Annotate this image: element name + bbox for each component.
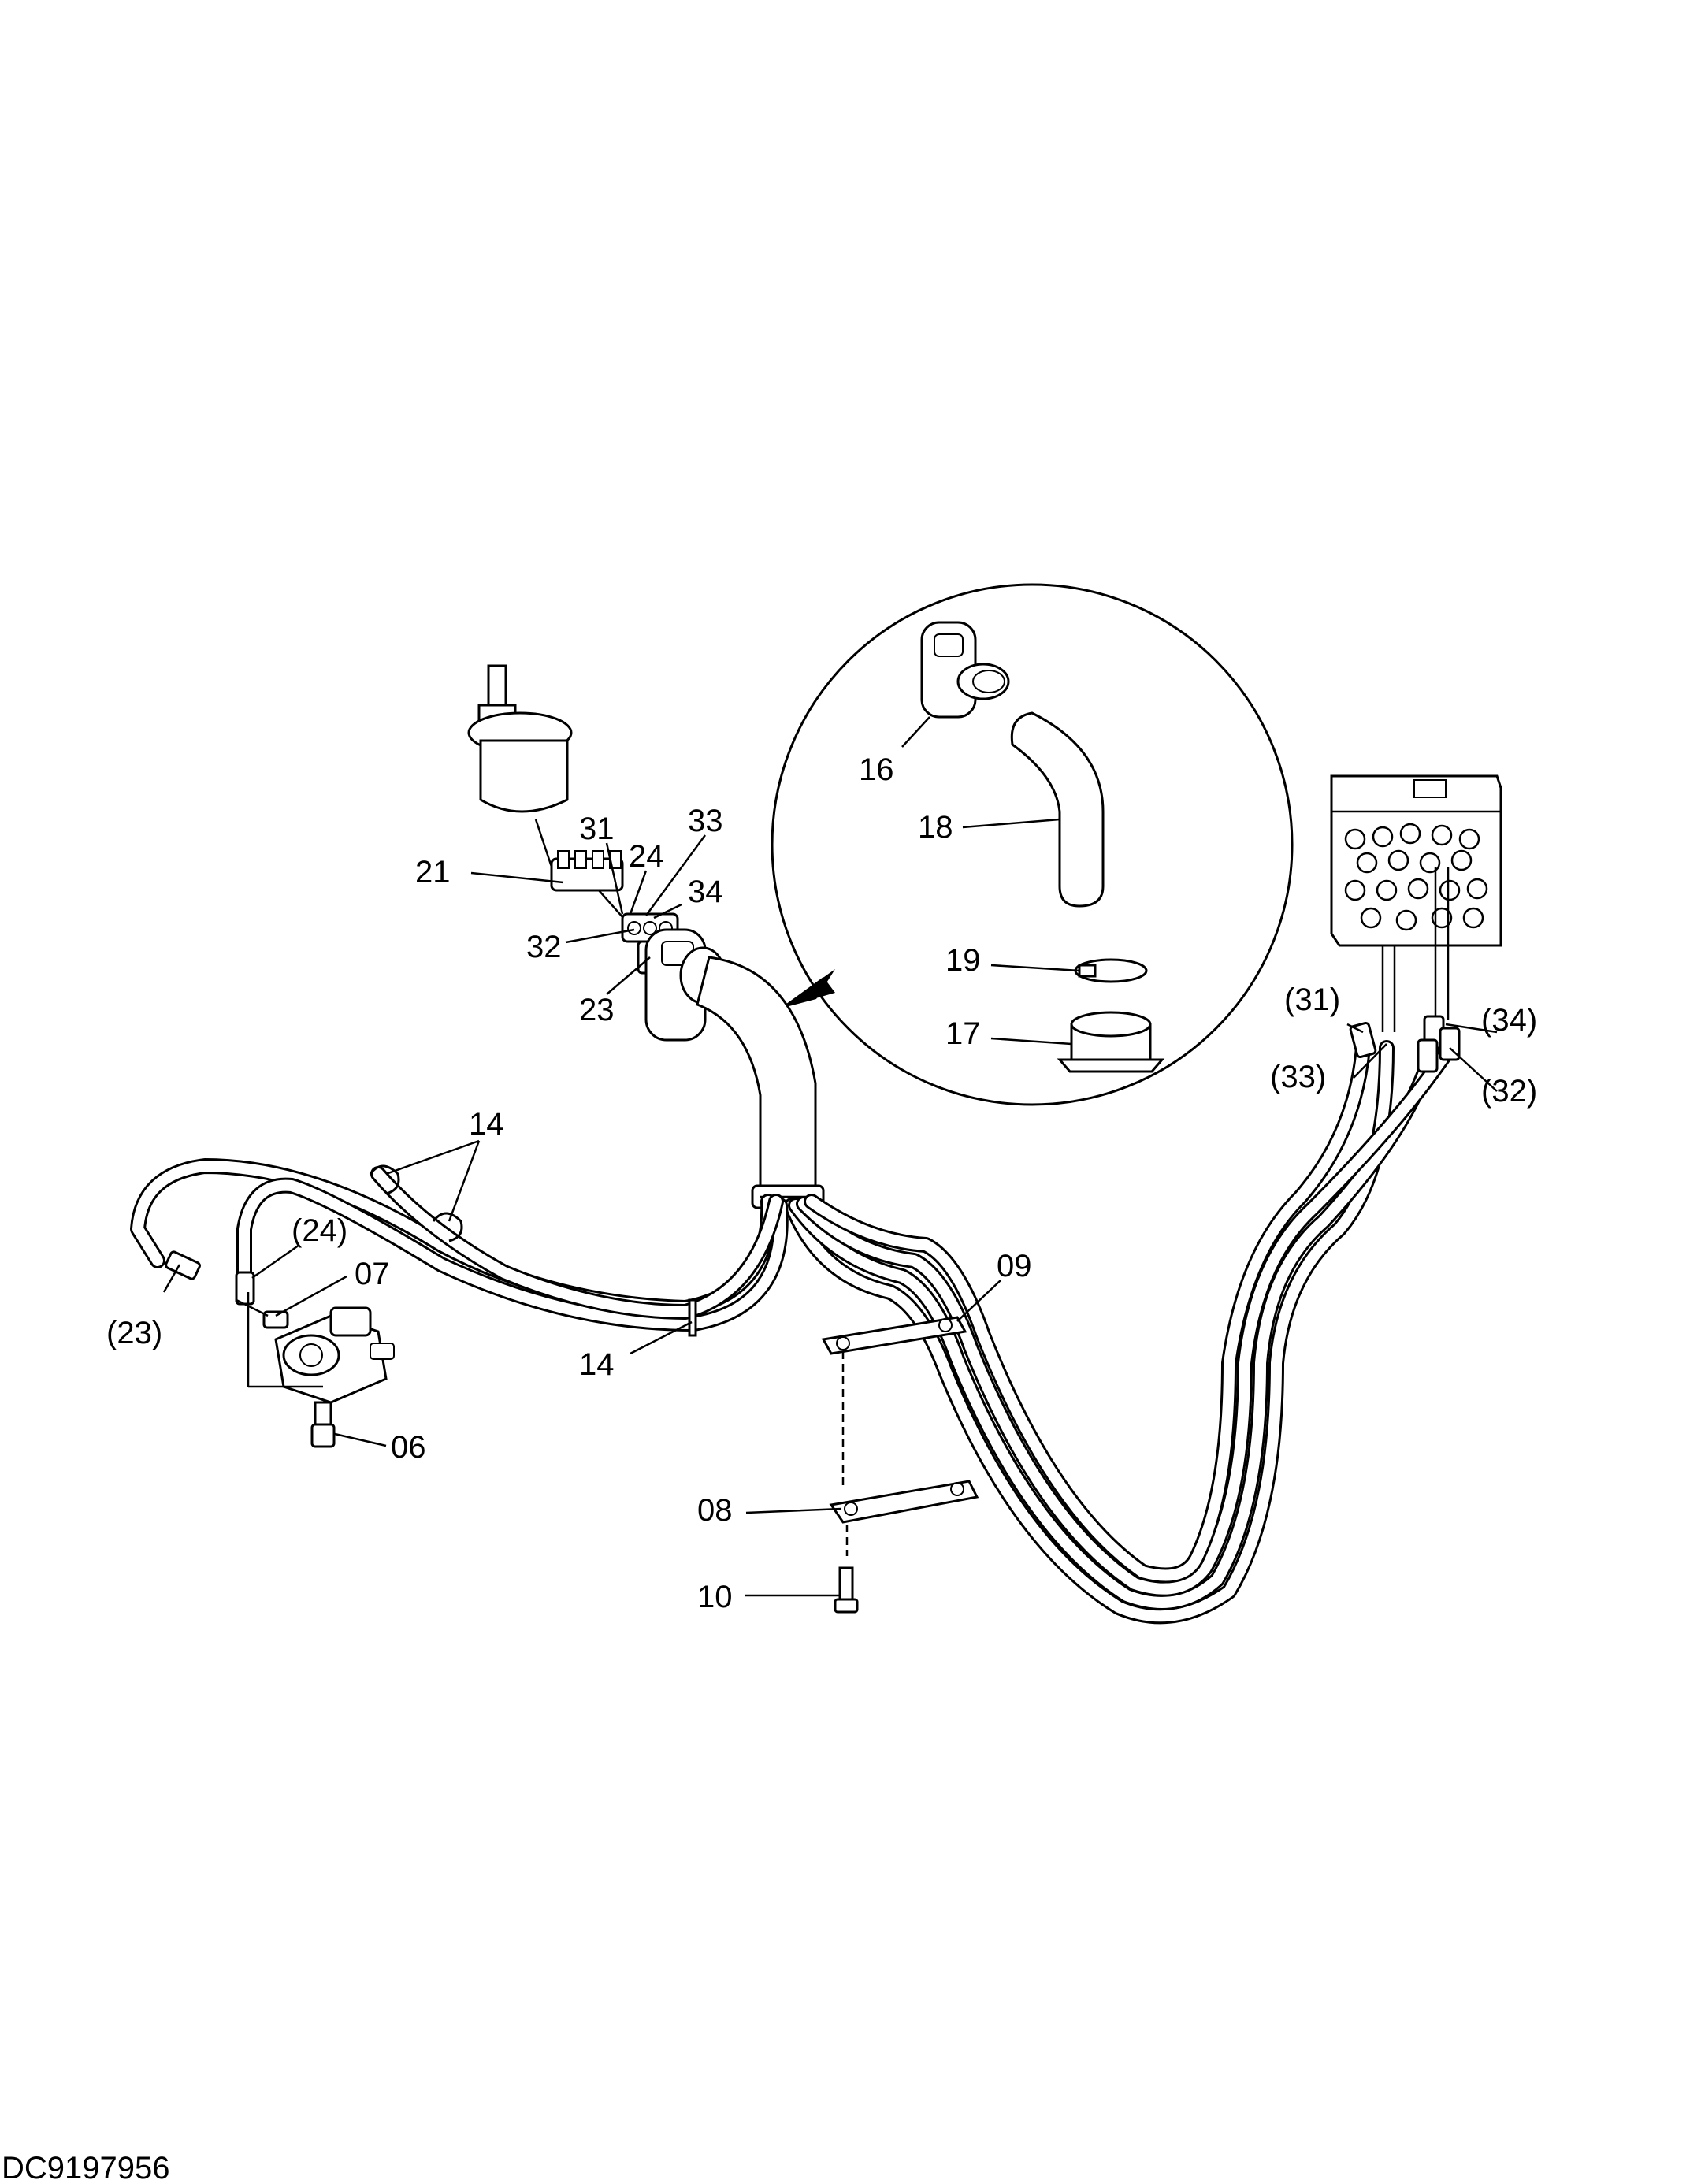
callout-24-ref: (24)	[292, 1213, 347, 1248]
callout-23: 23	[579, 993, 615, 1027]
callout-33: 33	[688, 804, 723, 838]
callout-16: 16	[859, 752, 894, 787]
clamp-19	[1074, 958, 1148, 983]
cap-17	[1057, 1011, 1165, 1073]
callout-18: 18	[918, 810, 953, 845]
leader-lines	[162, 716, 1498, 1597]
callout-31: 31	[579, 812, 615, 846]
grommet-16	[920, 621, 1010, 719]
fitting-block-21	[550, 850, 631, 927]
callout-08: 08	[697, 1493, 733, 1528]
callout-34: 34	[688, 875, 723, 909]
main-elbow-tube	[696, 956, 817, 1191]
callout-17: 17	[945, 1016, 981, 1051]
callout-24: 24	[629, 839, 664, 874]
callout-14-upper: 14	[469, 1107, 504, 1142]
callout-23-ref: (23)	[106, 1316, 162, 1350]
fitting-06	[310, 1401, 336, 1448]
callout-33-ref: (33)	[1270, 1060, 1326, 1094]
drawing-code: DC9197956	[2, 2151, 170, 2184]
plate-08	[829, 1480, 979, 1524]
callout-14-lower: 14	[579, 1347, 615, 1382]
pump-07	[236, 1292, 395, 1404]
callout-32: 32	[526, 930, 562, 964]
bolt-10	[834, 1566, 859, 1614]
detail-view	[771, 583, 1294, 1106]
hose-bundle-right	[784, 1015, 1461, 1625]
valve-ports	[1344, 823, 1488, 931]
bracket-09	[821, 1316, 967, 1355]
callout-09: 09	[997, 1249, 1032, 1283]
callout-34-ref: (34)	[1481, 1003, 1537, 1038]
callout-21: 21	[415, 855, 451, 890]
callout-32-ref: (32)	[1481, 1074, 1537, 1109]
callout-labels: 21 31 24 33 34 32 23 14 14 (24) (23) 07 …	[106, 752, 1537, 1614]
control-valve	[1330, 774, 1502, 1032]
callout-06: 06	[391, 1430, 426, 1465]
callout-07: 07	[355, 1257, 390, 1291]
pilot-valve	[467, 664, 573, 867]
callout-19: 19	[945, 943, 981, 978]
callout-31-ref: (31)	[1284, 982, 1340, 1017]
hose-bundle-left	[130, 1158, 789, 1337]
callout-10: 10	[697, 1580, 733, 1614]
hose-18	[1010, 711, 1105, 908]
